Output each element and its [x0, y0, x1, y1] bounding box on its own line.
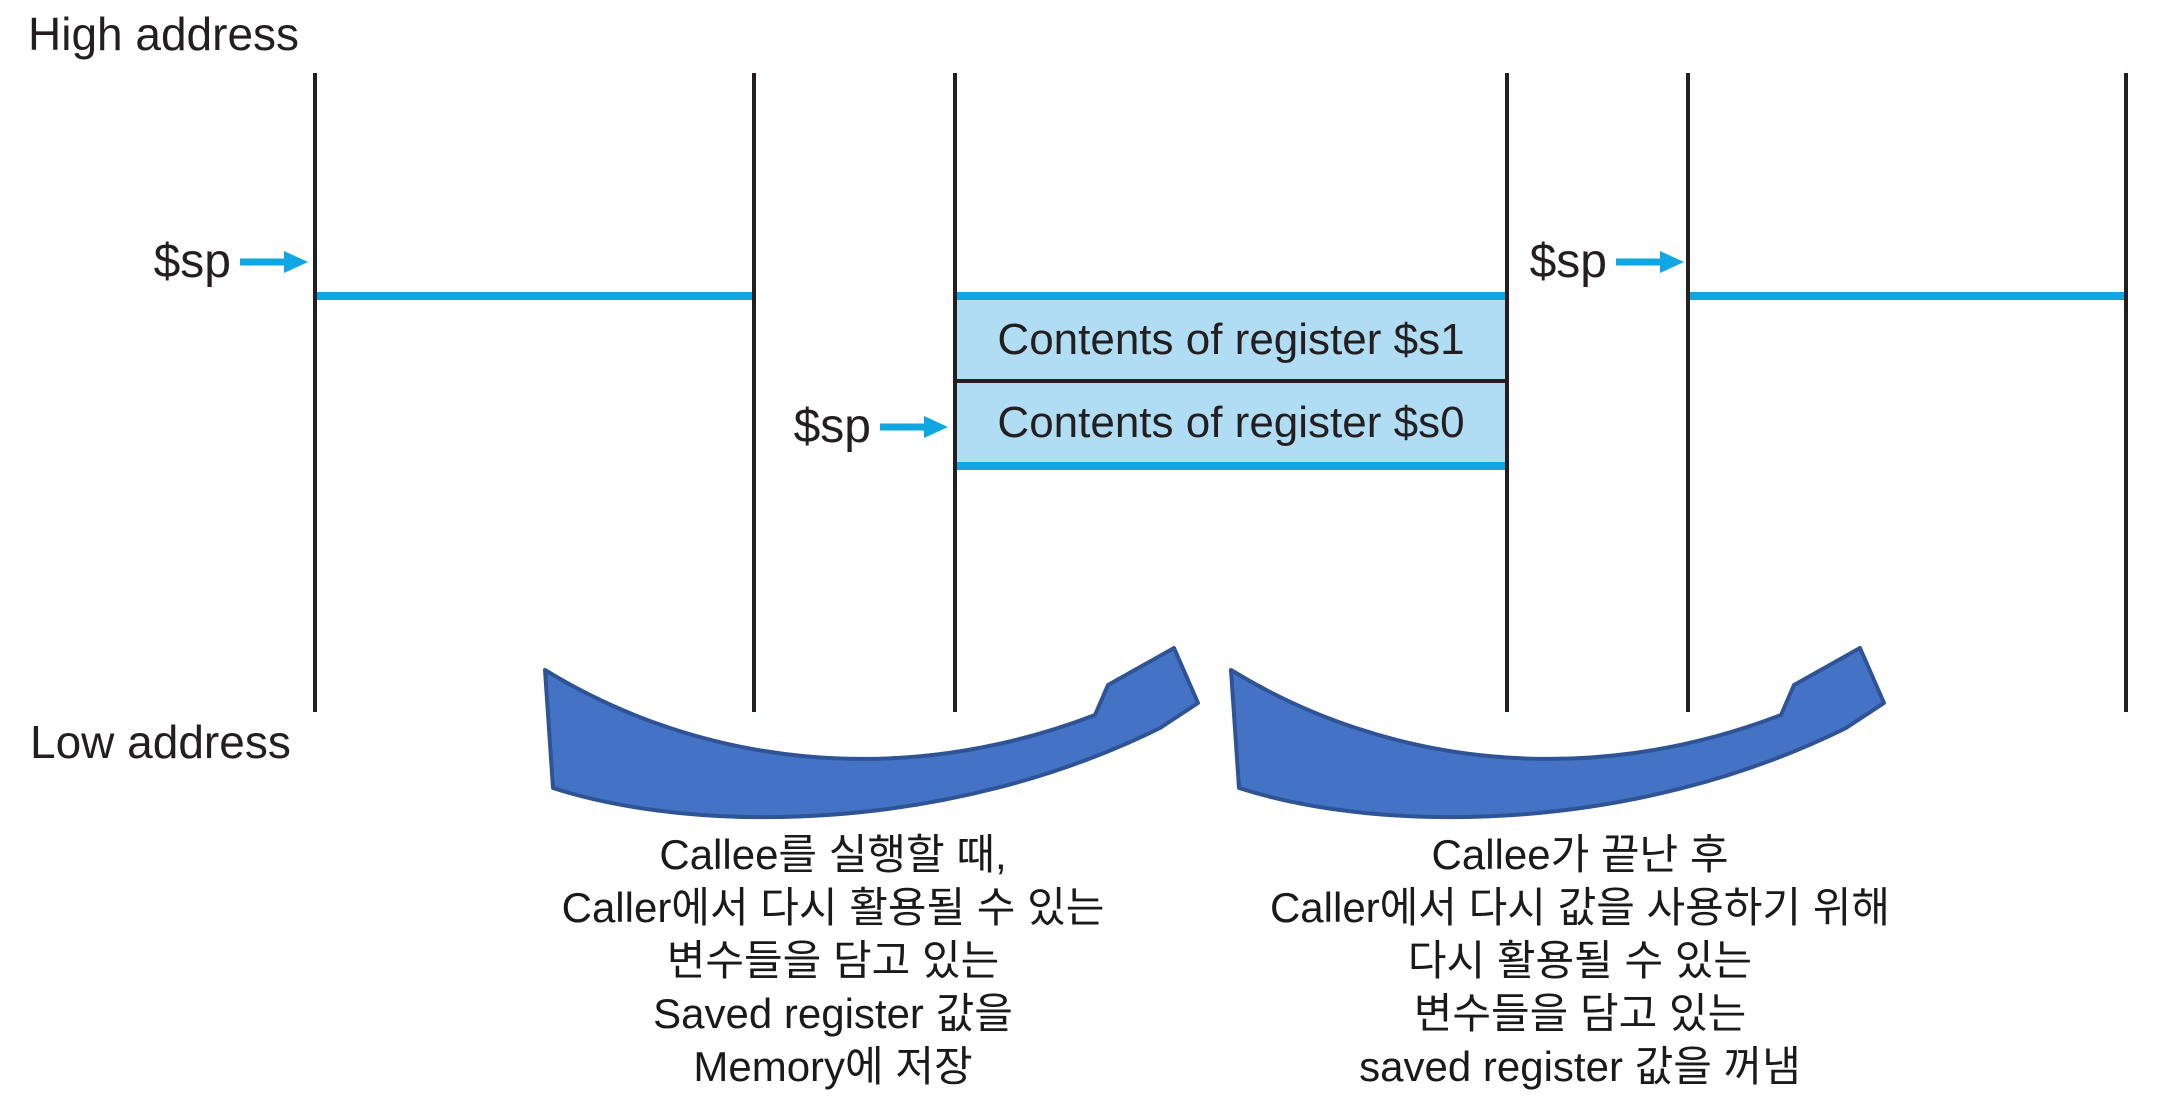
stack-wall-6	[2124, 73, 2128, 712]
sp-position-line-left	[313, 292, 756, 300]
annotation-line: Memory에 저장	[693, 1043, 973, 1090]
slot-top-pointer-line	[953, 292, 1509, 300]
sp-arrow-icon	[1616, 251, 1684, 273]
annotation-line: saved register 값을 꺼냄	[1359, 1043, 1801, 1090]
stack-wall-1	[313, 73, 317, 712]
annotation-restore-note: Callee가 끝난 후 Caller에서 다시 값을 사용하기 위해 다시 활…	[1195, 828, 1965, 1093]
register-slot-s1-label: Contents of register $s1	[997, 314, 1465, 364]
low-address-label: Low address	[30, 716, 291, 768]
sp-pointer-right: $sp	[1506, 236, 1684, 288]
sp-pointer-left: $sp	[130, 236, 308, 288]
annotation-line: Callee를 실행할 때,	[659, 831, 1007, 878]
sp-pointer-middle: $sp	[770, 401, 948, 453]
sp-label-left: $sp	[153, 235, 231, 288]
annotation-line: 변수들을 담고 있는	[666, 937, 1000, 984]
annotation-line: Saved register 값을	[653, 990, 1013, 1037]
annotation-line: Callee가 끝난 후	[1431, 831, 1729, 878]
high-address-label: High address	[28, 8, 300, 60]
stack-wall-5	[1686, 73, 1690, 712]
stack-wall-2	[752, 73, 756, 712]
slot-bottom-pointer-line	[953, 462, 1509, 470]
stack-wall-3	[953, 73, 957, 712]
sp-arrow-icon	[240, 251, 308, 273]
curved-arrow-save	[543, 646, 1200, 820]
sp-arrow-icon	[880, 416, 948, 438]
register-slot-s0: Contents of register $s0	[953, 383, 1509, 462]
register-slot-s1: Contents of register $s1	[953, 300, 1509, 379]
annotation-line: Caller에서 다시 활용될 수 있는	[561, 884, 1105, 931]
register-slot-stack: Contents of register $s1 Contents of reg…	[953, 292, 1509, 470]
register-slot-s0-label: Contents of register $s0	[997, 397, 1465, 447]
stack-wall-4	[1505, 73, 1509, 712]
slot-divider-line	[953, 379, 1509, 383]
sp-position-line-right	[1686, 292, 2128, 300]
annotation-line: 다시 활용될 수 있는	[1407, 937, 1753, 984]
sp-label-middle: $sp	[793, 400, 871, 453]
annotation-line: 변수들을 담고 있는	[1413, 990, 1747, 1037]
annotation-line: Caller에서 다시 값을 사용하기 위해	[1269, 884, 1891, 931]
annotation-save-note: Callee를 실행할 때, Caller에서 다시 활용될 수 있는 변수들을…	[453, 828, 1213, 1093]
sp-label-right: $sp	[1529, 235, 1607, 288]
curved-arrow-restore	[1229, 646, 1886, 820]
